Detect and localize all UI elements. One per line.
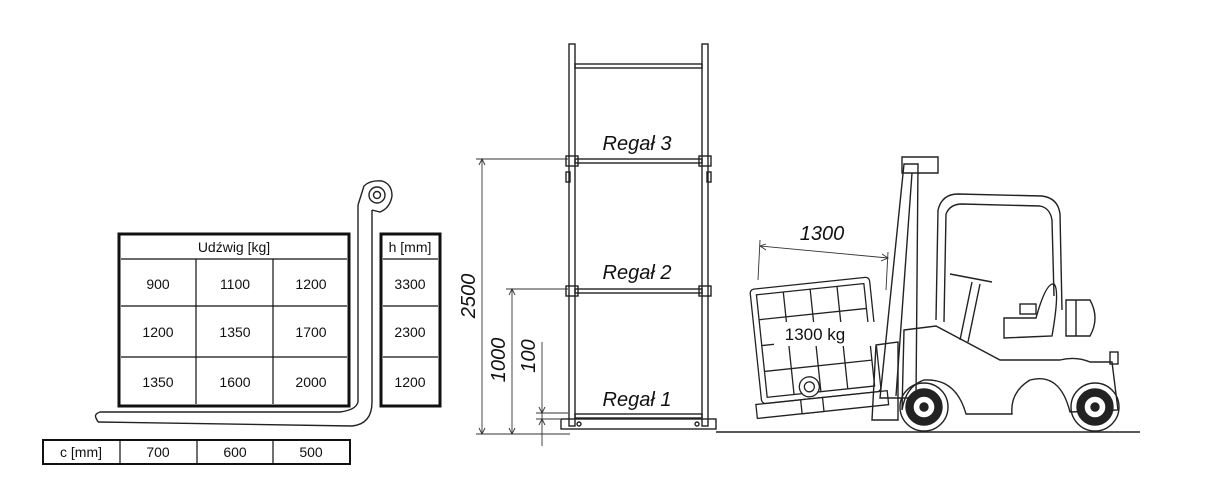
- center-cell: 500: [299, 444, 323, 460]
- height-table-header: h [mm]: [389, 239, 432, 255]
- height-cell: 2300: [394, 324, 425, 340]
- dimension-label: 1000: [488, 338, 510, 383]
- capacity-cell: 2000: [295, 374, 326, 390]
- load-weight-label: 1300 kg: [785, 325, 846, 344]
- capacity-cell: 1600: [219, 374, 250, 390]
- forklift: [871, 156, 1120, 432]
- rack-level-label: Regał 1: [603, 389, 672, 411]
- dimension-lines: [476, 157, 570, 446]
- center-table-header: c [mm]: [60, 444, 102, 460]
- rack-level-label: Regał 3: [603, 133, 672, 155]
- center-table: c [mm] 700 600 500: [42, 439, 351, 465]
- capacity-cell: 1350: [142, 374, 173, 390]
- rack-level-label: Regał 2: [603, 262, 672, 284]
- capacity-cell: 1350: [219, 324, 250, 340]
- rack-frame: [560, 43, 717, 430]
- center-cell: 600: [223, 444, 247, 460]
- fork-outline: [94, 180, 393, 427]
- capacity-cell: 1700: [295, 324, 326, 340]
- load-container: [749, 276, 890, 420]
- dimension-label: 100: [518, 339, 540, 372]
- load-length-dimension: [757, 239, 889, 291]
- load-length-label: 1300: [800, 223, 845, 245]
- dimension-label: 2500: [458, 274, 480, 320]
- center-cell: 700: [146, 444, 170, 460]
- capacity-table: Udźwig [kg] 900 1100 1200 1200 1350 1700…: [117, 232, 351, 408]
- capacity-table-header: Udźwig [kg]: [198, 239, 270, 255]
- capacity-cell: 1100: [220, 276, 250, 292]
- height-table: h [mm] 3300 2300 1200: [379, 232, 442, 408]
- capacity-cell: 900: [146, 276, 170, 292]
- height-cell: 1200: [394, 374, 425, 390]
- capacity-cell: 1200: [142, 324, 173, 340]
- height-cell: 3300: [394, 276, 425, 292]
- capacity-cell: 1200: [295, 276, 326, 292]
